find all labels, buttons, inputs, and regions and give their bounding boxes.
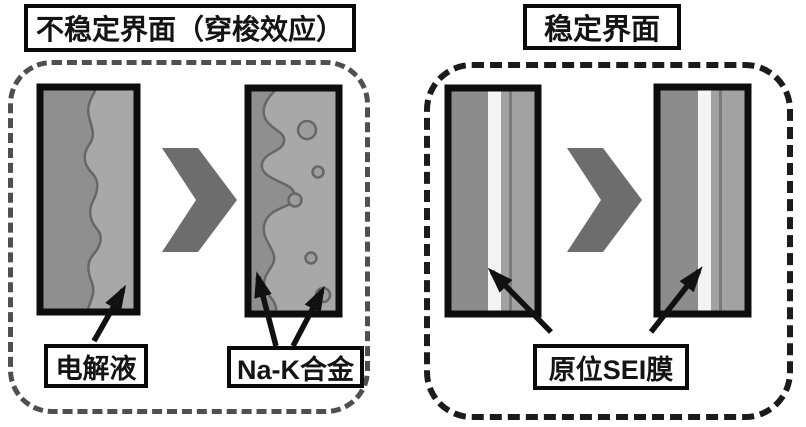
chevron-right-icon: [567, 148, 642, 252]
metal-electrode-region-wavy-interface: [38, 85, 102, 314]
sei-film-arrow-right-icon: [648, 266, 703, 334]
nak-alloy-arrow-right-icon: [290, 285, 325, 348]
sei-film-arrow-left-icon: [487, 267, 553, 334]
sei-film-label: 原位SEI膜: [533, 344, 689, 390]
alloy-droplet: [287, 192, 303, 208]
nak-alloy-arrow-left-icon: [254, 271, 279, 347]
electrolyte-arrow-icon: [91, 284, 126, 343]
electrode-outline: [444, 84, 542, 318]
electrode-after-stable: [653, 83, 752, 318]
alloy-droplet: [304, 251, 318, 265]
stable-interface-title: 稳定界面: [523, 4, 681, 50]
interface-line: [509, 88, 512, 314]
electrode-before-stable: [444, 84, 542, 318]
alloy-droplet: [296, 119, 318, 141]
stable-interface-panel: [424, 62, 793, 420]
sei-film-stripe: [698, 87, 711, 314]
electrode-region: [448, 88, 488, 314]
unstable-interface-panel: [8, 60, 370, 414]
electrode-outline: [36, 83, 141, 316]
interface-line: [719, 87, 722, 314]
electrolyte-label: 电解液: [44, 344, 148, 388]
electrolyte-region: [501, 88, 538, 314]
unstable-interface-title: 不稳定界面（穿梭效应）: [24, 4, 356, 52]
electrode-outline: [653, 83, 752, 318]
electrode-before-unstable: [36, 83, 141, 316]
nak-alloy-label: Na-K合金: [227, 346, 364, 388]
electrolyte-region: [711, 87, 748, 314]
electrode-outline: [244, 84, 343, 318]
sei-film-stripe: [488, 88, 501, 314]
chevron-right-icon: [162, 148, 237, 252]
alloy-droplet: [311, 165, 325, 179]
